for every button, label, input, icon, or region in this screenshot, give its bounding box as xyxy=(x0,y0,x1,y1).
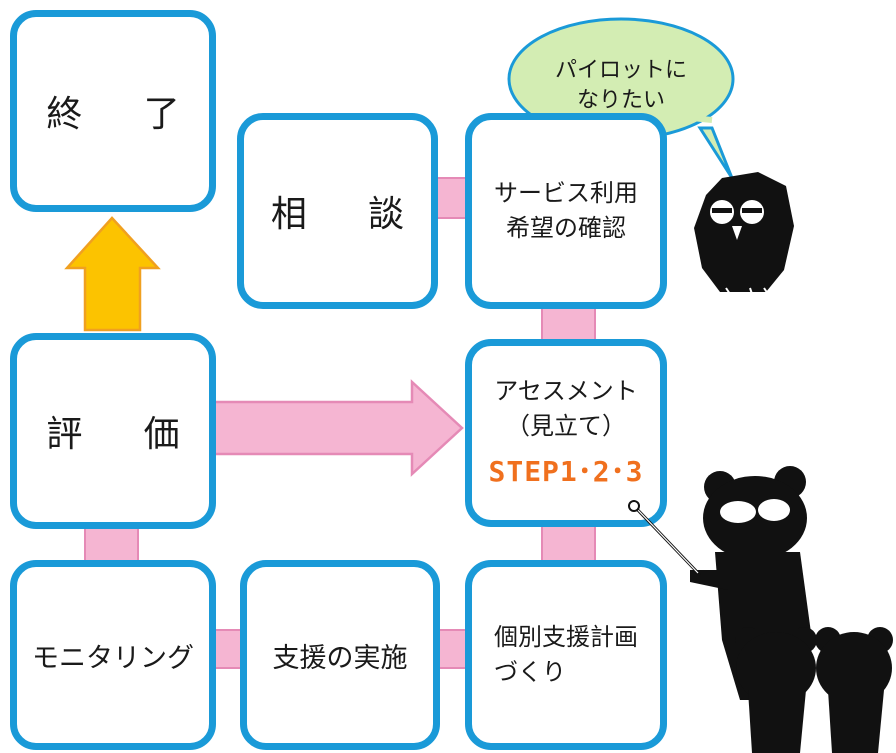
support-box: 支援の実施 xyxy=(240,560,440,750)
end-box: 終 了 xyxy=(10,10,216,212)
evaluate-box: 評 価 xyxy=(10,333,216,529)
confirm-line-1: サービス利用 xyxy=(494,179,638,208)
owl-icon xyxy=(694,172,794,295)
plan-line-2: づくり xyxy=(494,658,566,686)
plan-line-1: 個別支援計画 xyxy=(494,623,638,652)
plan-label: 個別支援計画 づくり xyxy=(494,620,638,690)
bear-pair-icon xyxy=(735,627,893,753)
support-label: 支援の実施 xyxy=(272,642,408,674)
assess-line-2: （見立て） xyxy=(505,411,626,440)
evaluate-label: 評 価 xyxy=(46,414,193,455)
assess-line-1: アセスメント xyxy=(494,376,638,405)
up-arrow-icon xyxy=(64,216,161,332)
confirm-box: サービス利用 希望の確認 xyxy=(465,113,667,309)
assessment-box: アセスメント （見立て） STEP1･2･3 xyxy=(465,339,667,527)
plan-box: 個別支援計画 づくり xyxy=(465,560,667,750)
monitoring-box: モニタリング xyxy=(10,560,216,750)
connector-confirm-assess xyxy=(541,305,596,345)
assessment-label: アセスメント （見立て） STEP1･2･3 xyxy=(488,374,643,492)
steps-label: STEP1･2･3 xyxy=(488,454,644,488)
monitoring-label: モニタリング xyxy=(32,642,194,674)
consult-box: 相 談 xyxy=(237,113,438,309)
confirm-line-2: 希望の確認 xyxy=(506,214,626,242)
right-arrow-icon xyxy=(210,379,464,477)
bubble-line-1: パイロットに xyxy=(554,58,687,83)
consult-label: 相 談 xyxy=(270,194,417,235)
confirm-label: サービス利用 希望の確認 xyxy=(494,176,638,246)
speech-bubble-text: パイロットに なりたい xyxy=(516,56,726,115)
bubble-line-2: なりたい xyxy=(576,87,665,113)
end-label: 終 了 xyxy=(46,94,193,135)
